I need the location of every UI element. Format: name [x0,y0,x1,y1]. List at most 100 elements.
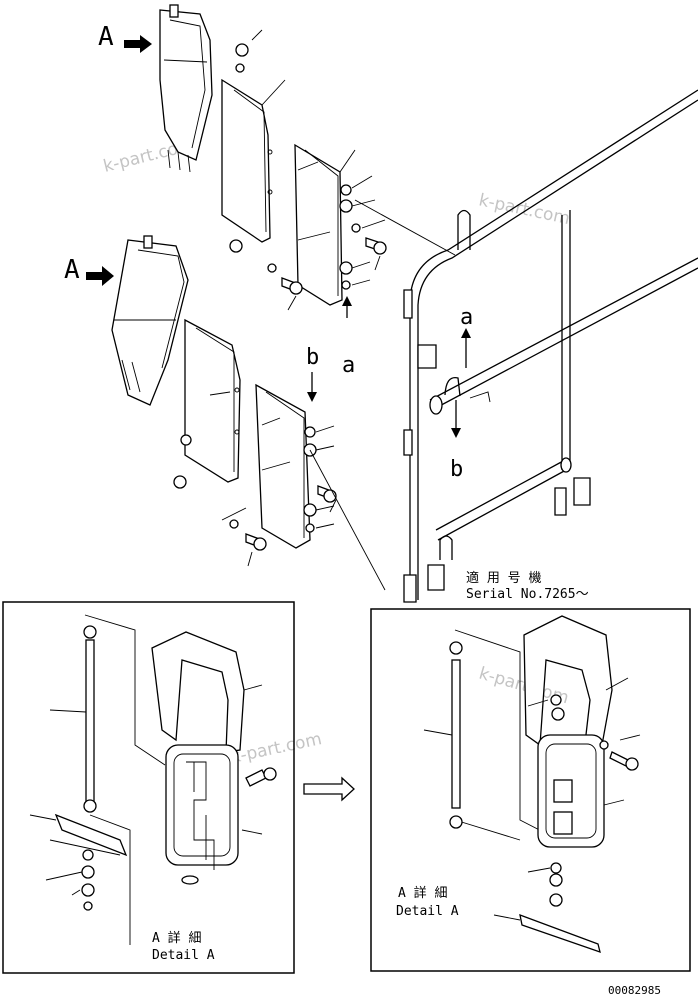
washer-lower-4 [229,519,239,529]
detail-left-leaders [29,684,263,896]
leader-upper-hardware [251,29,386,311]
detail-left-lamp-element [186,761,215,870]
detail-left-bolt [245,769,267,787]
guard-hole-lower-1 [234,387,240,393]
detail-box-right: A 詳 細 Detail A [370,608,691,972]
detail-right-nut-bottom [449,815,463,829]
upper-light-assembly: A a [98,4,456,378]
lamp-unit-upper [159,9,213,161]
u-clamp-mid [444,376,461,397]
nut-upper-4 [339,261,353,275]
detail-left-title-en: Detail A [152,948,215,963]
bolt-head-upper-1 [373,241,387,255]
nut-lower-1 [173,475,187,489]
detail-left-backplate [84,614,166,945]
lamp-bolt-upper [169,4,179,18]
bracket-lower [255,383,311,549]
detail-left-lamp-base [181,875,199,885]
detail-right-nut-3 [549,893,563,907]
guard-hole-upper-1 [267,149,273,155]
bracket-upper-fold [304,149,339,296]
detail-box-left: A 詳 細 Detail A [2,601,295,974]
lamp-unit-lower-edge [137,249,185,369]
detail-left-washer-2 [83,901,93,911]
detail-right-title-en: Detail A [396,904,459,919]
arrow-b-head-left-icon [307,392,317,402]
callout-b-right: b [450,457,463,482]
callout-b-left: b [306,345,319,370]
washer-upper-4 [267,263,277,273]
nut-lower-3 [303,503,317,517]
midrail-1-bottom [431,267,698,411]
watermark-3: k-part.com [229,729,324,768]
arrow-a-head-left-icon [342,296,352,306]
bracket-lower-fold [265,391,305,538]
bracket-lower-slots [261,417,291,471]
view-arrow-lower-icon [86,266,114,286]
detail-right-stud [451,659,461,809]
detail-right-frame [370,608,691,972]
washer-lower-1 [180,434,192,446]
detail-right-washer-2 [599,740,609,750]
guard-plate-lower [184,318,241,483]
detail-right-bolt-head [625,757,639,771]
callout-a-right: a [460,305,473,330]
lamp-unit-upper-edge [169,19,206,149]
frame-clip-4 [427,564,445,591]
detail-right-guard [523,615,613,757]
leader-to-handrail-upper [354,199,456,256]
nut-upper-1 [235,43,249,57]
detail-right-lamp-inner [545,743,597,839]
lamp-bolt-lower [143,235,153,249]
detail-right-leaders [423,677,641,921]
washer-upper-5 [341,280,351,290]
watermark-2: k-part.com [477,190,572,229]
guard-hole-upper-2 [267,189,273,195]
frame-clip-1 [417,344,437,369]
frame-foot-3 [573,477,591,506]
handrail-frame: a b [403,89,698,603]
detail-right-nut-top [449,641,463,655]
detail-left-lamp-frame [165,744,239,866]
view-label-a-lower: A [64,255,80,285]
guard-plate-upper-fold [233,89,267,233]
leader-to-handrail-lower [309,449,386,591]
lamp-wires-lower [121,359,141,393]
detail-right-lamp-block-2 [553,811,573,835]
midrail-1-top [429,257,698,401]
u-clamp-bottom [439,535,453,560]
mid-bracket-plate [469,391,491,403]
view-arrow-upper-icon [124,35,152,53]
frame-clip-3 [403,429,413,456]
detail-left-guard [151,631,245,753]
detail-left-nut-top [83,625,97,639]
leader-lower-hardware [221,425,337,567]
detail-right-washer-3 [550,862,562,874]
callout-a-left: a [342,353,355,378]
leader-bracket-upper [339,149,356,173]
detail-right-washer-1 [550,694,562,706]
detail-right-bolt [609,751,629,767]
leader-guard-upper [261,79,286,106]
handrail-post-right [561,210,571,470]
midrail-2-top [435,459,566,531]
detail-left-bolt-head [263,767,277,781]
detail-right-lamp-block-1 [553,779,573,803]
nut-upper-3 [229,239,243,253]
leader-guard-lower [209,391,231,396]
bracket-upper-slots [297,161,331,241]
serial-note-en: Serial No.7265～ [466,587,589,602]
lamp-unit-lower [111,239,189,406]
u-clamp-top [457,209,471,250]
frame-clip-2 [403,289,413,319]
detail-left-stud [85,639,95,803]
detail-left-nut-2 [81,883,95,897]
transition-arrow-icon [303,776,355,802]
bracket-upper [294,143,343,306]
detail-left-washer-1 [82,849,94,861]
detail-right-nut-1 [551,707,565,721]
guard-hole-lower-2 [234,429,240,435]
washer-lower-2 [304,426,316,438]
